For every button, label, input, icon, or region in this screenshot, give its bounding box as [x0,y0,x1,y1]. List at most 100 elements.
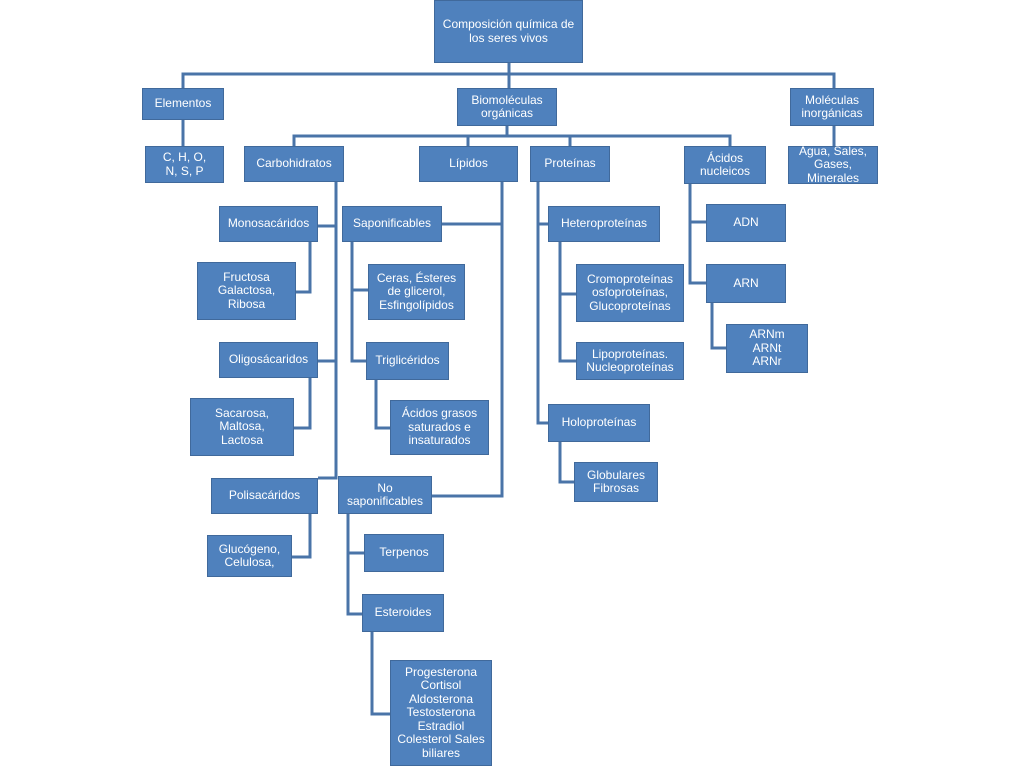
node-label: los seres vivos [469,30,548,45]
connector-holo-globulares [558,442,574,484]
node-composicion-quimica: Composición química de los seres vivos [434,0,583,63]
node-monosacaridos-list: Fructosa Galactosa, Ribosa [197,262,296,320]
node-label: Estradiol [417,718,465,733]
node-label: ARNr [752,354,782,369]
node-label: Oligosácaridos [228,352,309,367]
node-label: insaturados [408,433,471,448]
node-label: Colesterol Sales [397,732,485,747]
connector-hetero-main [558,242,576,363]
node-proteinas: Proteínas [530,146,610,182]
node-label: inorgánicas [801,106,863,120]
node-label: N, S, P [165,163,204,178]
connector-proteinas-main [536,182,548,425]
node-label: No [377,480,393,495]
node-label: Moléculas [804,92,860,107]
node-esteroides-list: Progesterona Cortisol Aldosterona Testos… [390,660,492,766]
node-label: Galactosa, [217,283,276,298]
node-label: Minerales [806,170,860,185]
node-label: Carbohidratos [256,156,332,171]
node-label: C, H, O, [162,150,207,165]
node-trigliceridos: Triglicéridos [366,342,449,380]
node-polisacaridos: Polisacáridos [211,478,318,514]
node-esteroides: Esteroides [362,594,444,632]
node-acidos-nucleicos: Ácidos nucleicos [684,146,766,184]
node-label: Lípidos [449,156,488,171]
node-oligosacaridos: Oligosácaridos [219,342,318,378]
connector-arn-list [710,303,726,350]
node-holoproteinas: Holoproteínas [548,404,650,442]
node-label: Saponificables [352,216,432,231]
node-label: Cortisol [420,678,462,693]
connector-sapon-main [350,242,366,363]
node-label: Ácidos [706,150,744,165]
node-label: Fructosa [223,269,270,284]
node-label: saturados e [408,419,471,434]
node-ceras-esteres: Ceras, Ésteres de glicerol, Esfingolípid… [368,264,465,320]
node-label: Agua, Sales, [798,143,868,158]
node-terpenos: Terpenos [364,534,444,572]
node-cromoproteinas: Cromoproteínas osfoproteínas, Glucoprote… [576,264,684,322]
node-arn: ARN [706,264,786,303]
node-label: Globulares [586,467,646,482]
connector-level2-bus [292,134,732,146]
node-label: Ácidos grasos [401,406,478,421]
node-elementos: Elementos [142,88,224,120]
node-label: Sacarosa, [214,405,270,420]
connector-nosapon-main [346,514,362,616]
node-label: ARNt [752,340,782,355]
node-label: Elementos [154,96,212,111]
node-label: Triglicéridos [375,353,440,368]
node-label: Nucleoproteínas [586,360,674,374]
node-label: Testosterona [406,705,476,720]
node-label: ARN [733,275,759,290]
node-label: Celulosa, [224,555,275,569]
node-label: Fibrosas [592,481,639,495]
node-label: orgánicas [480,106,534,120]
node-label: Esteroides [374,605,432,620]
node-label: biliares [421,745,460,760]
node-label: Maltosa, [219,419,265,434]
node-biomoleculas-organicas: Biomoléculas orgánicas [457,88,557,126]
node-label: Progesterona [404,664,478,679]
node-label: ADN [733,215,759,230]
node-arn-list: ARNm ARNt ARNr [726,324,808,373]
node-heteroproteinas: Heteroproteínas [548,206,660,242]
connector-acidos-main [688,184,706,285]
connector-oligo-list [294,378,312,430]
node-acidos-grasos: Ácidos grasos saturados e insaturados [390,400,489,455]
node-label: ARNm [749,327,785,342]
node-label: Ribosa [227,296,266,311]
node-label: Lipoproteínas. [591,346,669,361]
connector-mono-list [296,242,312,294]
node-label: Lactosa [220,432,264,447]
node-label: Biomoléculas [471,92,543,107]
connector-poli-list [292,514,312,559]
node-lipidos: Lípidos [419,146,518,182]
node-label: de glicerol, [387,284,446,299]
connector-lipidos-main [432,182,504,498]
node-label: Composición química de [442,17,575,32]
node-moleculas-inorganicas: Moléculas inorgánicas [790,88,874,126]
node-saponificables: Saponificables [342,206,442,242]
node-label: Cromoproteínas [586,271,674,286]
node-label: Gases, [813,157,852,172]
node-elementos-list: C, H, O, N, S, P [145,146,224,183]
node-label: Holoproteínas [561,415,637,430]
node-label: Ceras, Ésteres [376,270,457,285]
node-label: saponificables [346,494,424,508]
node-globulares-fibrosas: Globulares Fibrosas [574,462,658,502]
node-lipoproteinas: Lipoproteínas. Nucleoproteínas [576,342,684,380]
node-no-saponificables: No saponificables [338,476,432,514]
node-label: nucleicos [699,164,751,178]
node-label: Glucógeno, [218,541,281,556]
node-label: Polisacáridos [228,488,301,503]
node-inorganicas-list: Agua, Sales, Gases, Minerales [788,143,878,185]
node-oligosacaridos-list: Sacarosa, Maltosa, Lactosa [190,398,294,456]
node-label: Monosacáridos [227,216,310,231]
node-label: Heteroproteínas [560,216,648,231]
node-label: Glucoproteínas [589,298,671,313]
node-label: Esfingolípidos [379,297,454,312]
node-polisacaridos-list: Glucógeno, Celulosa, [207,535,292,577]
connector-carbo-main [318,182,338,480]
